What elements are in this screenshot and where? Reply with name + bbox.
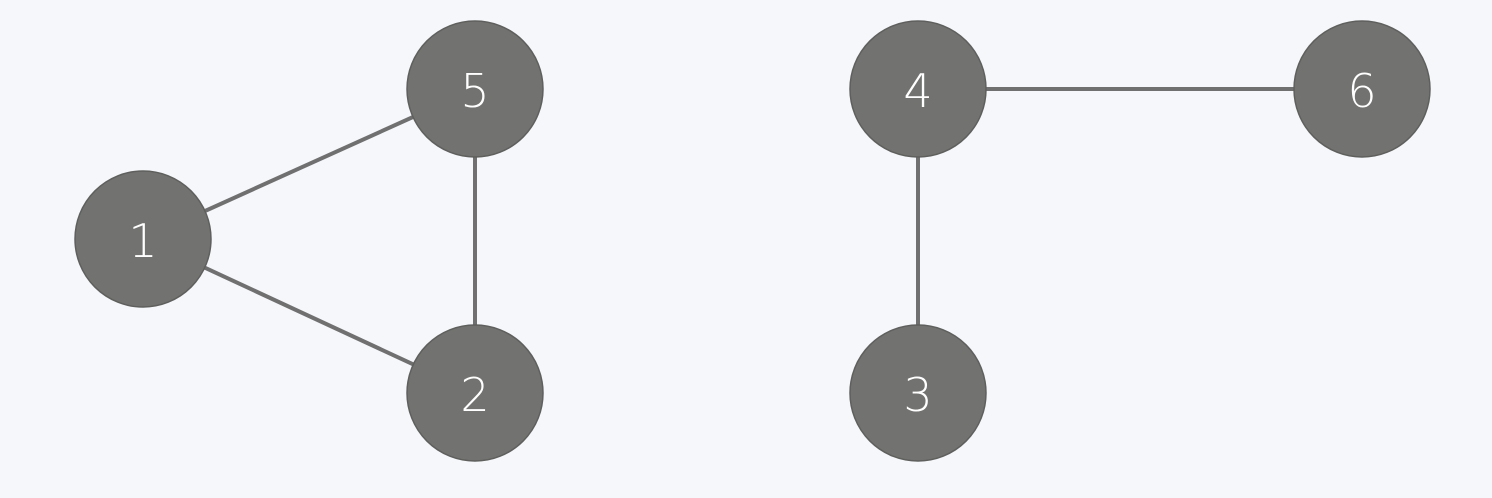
node-circle — [406, 20, 544, 158]
node-circle — [849, 324, 987, 462]
node-5: 5 — [406, 20, 544, 158]
node-label: 5 — [460, 64, 489, 118]
node-label: 2 — [460, 368, 489, 422]
node-4: 4 — [849, 20, 987, 158]
node-3: 3 — [849, 324, 987, 462]
node-1: 1 — [74, 170, 212, 308]
node-circle — [1293, 20, 1431, 158]
nodes-layer: 1 2 3 4 5 6 — [74, 20, 1431, 462]
node-circle — [849, 20, 987, 158]
node-2: 2 — [406, 324, 544, 462]
node-label: 6 — [1347, 64, 1376, 118]
node-label: 3 — [903, 368, 932, 422]
node-6: 6 — [1293, 20, 1431, 158]
node-circle — [406, 324, 544, 462]
node-circle — [74, 170, 212, 308]
edges-layer — [142, 87, 1362, 395]
node-label: 4 — [903, 64, 932, 118]
node-label: 1 — [128, 214, 157, 268]
